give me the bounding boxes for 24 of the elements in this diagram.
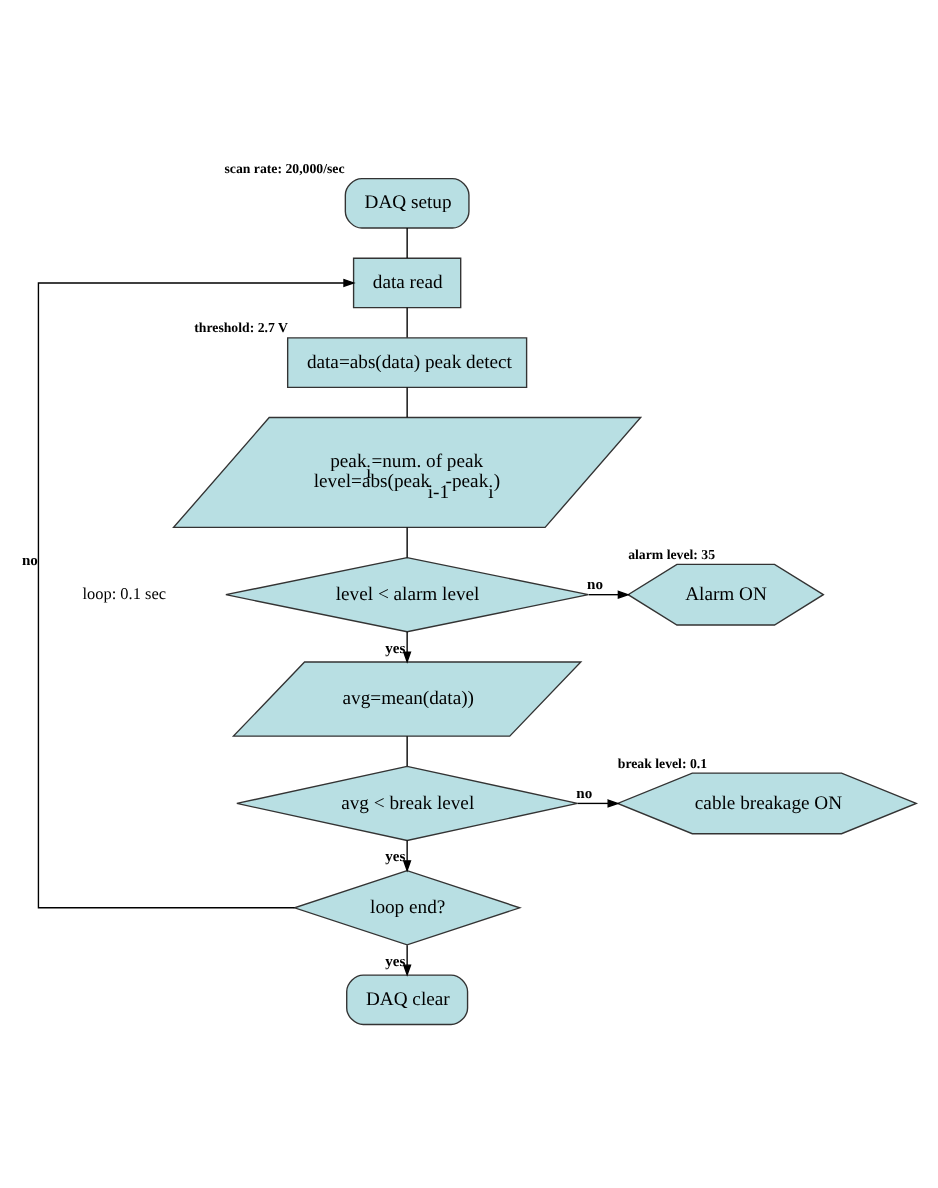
edge-label: no bbox=[587, 574, 604, 593]
node-box: data=abs(data) peak detect bbox=[287, 337, 528, 388]
edge-label: yes bbox=[385, 638, 406, 657]
node-box: data read bbox=[352, 257, 462, 309]
node-diamond: level < alarm level bbox=[225, 556, 590, 633]
arrow bbox=[576, 799, 620, 808]
arrow bbox=[588, 590, 631, 599]
edge-label: yes bbox=[385, 847, 406, 866]
connector bbox=[406, 227, 408, 259]
edge-label: no bbox=[21, 550, 38, 569]
connector bbox=[406, 307, 408, 339]
arrow bbox=[402, 839, 412, 873]
node-box: DAQ setup bbox=[344, 177, 470, 229]
node-diamond: loop end? bbox=[292, 870, 522, 946]
arrow bbox=[402, 944, 412, 977]
arrow bbox=[37, 278, 356, 909]
connector bbox=[406, 526, 408, 559]
node-box: DAQ clear bbox=[346, 974, 469, 1026]
connector bbox=[406, 386, 408, 418]
edge-label: no bbox=[576, 783, 593, 802]
connector bbox=[406, 735, 408, 767]
edge-label: yes bbox=[385, 951, 406, 970]
arrow bbox=[402, 631, 412, 664]
node-diamond: avg < break level bbox=[236, 765, 579, 842]
